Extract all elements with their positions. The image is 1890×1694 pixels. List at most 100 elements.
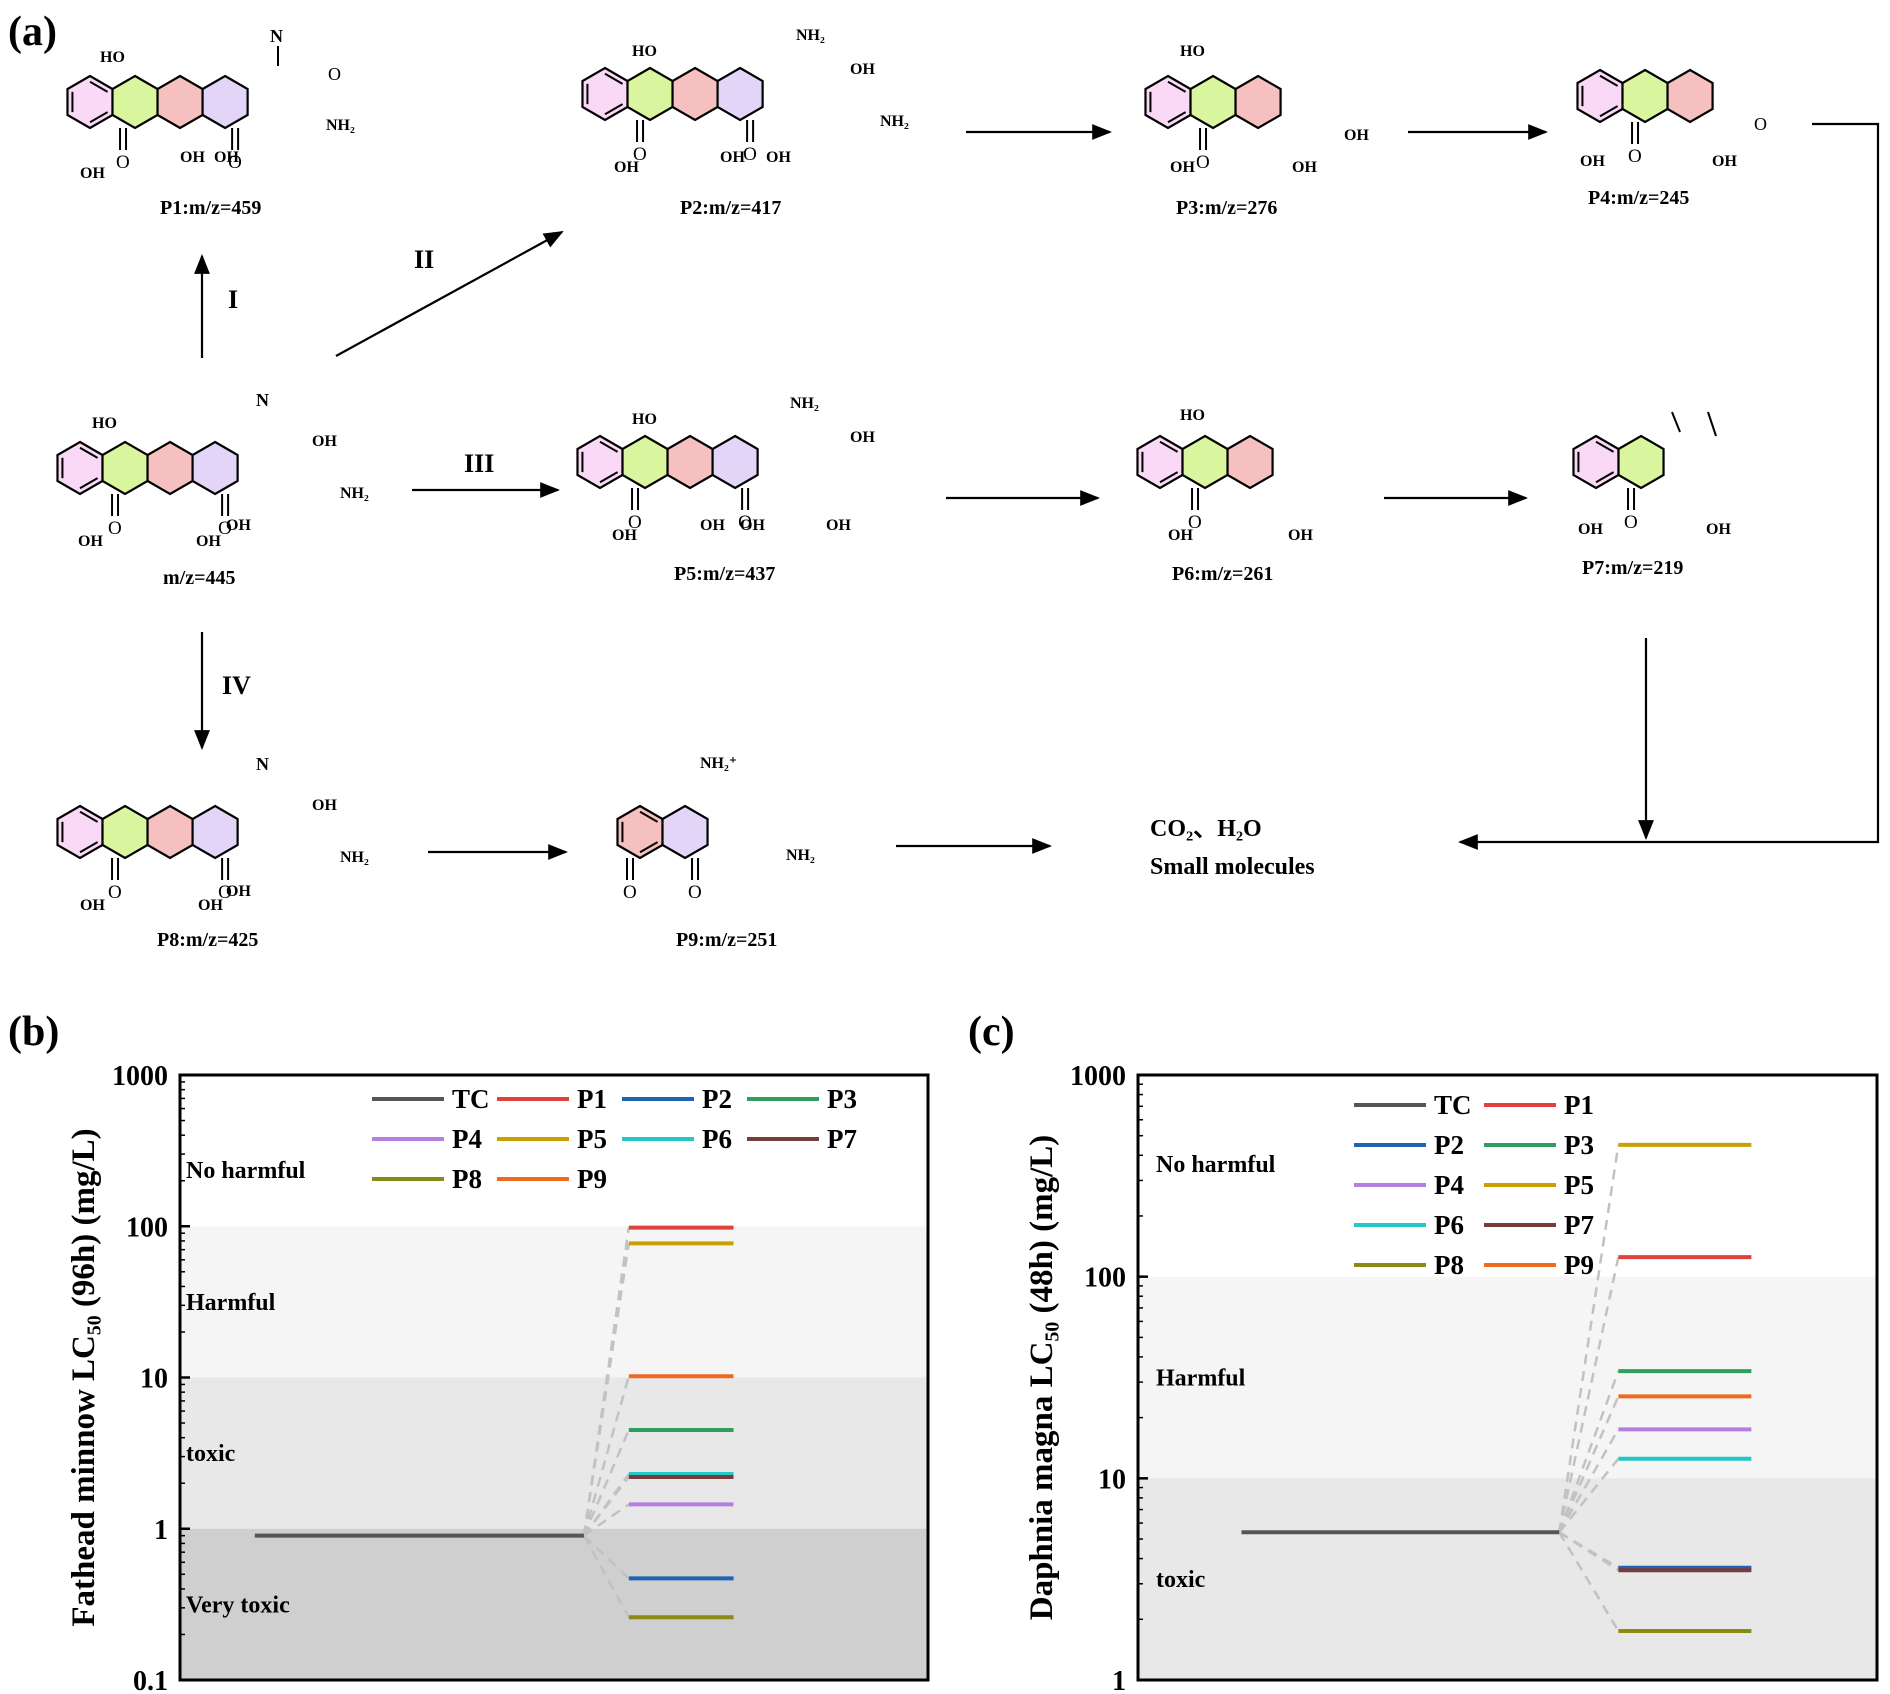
oh-label: OH <box>1168 527 1193 544</box>
ring <box>56 804 104 860</box>
oxygen-label: O <box>218 518 232 539</box>
ring <box>1234 74 1282 130</box>
legend-label-p2: P2 <box>702 1084 732 1114</box>
ring <box>191 804 239 860</box>
double-bond <box>604 72 624 85</box>
y-tick-label: 10 <box>1098 1464 1126 1495</box>
ring <box>156 74 204 130</box>
ho-label: HO <box>1180 407 1205 424</box>
connector-p7 <box>582 1476 630 1537</box>
legend-label-p5: P5 <box>1564 1170 1594 1200</box>
pathway-label-i: I <box>228 285 238 314</box>
ho-label: HO <box>632 411 657 428</box>
oxygen-label: O <box>628 512 642 533</box>
bond <box>1671 411 1681 433</box>
y-axis-label: Daphnia magna LC₅₀ (48h) (mg/L) <box>1024 1135 1060 1621</box>
double-bond <box>1599 105 1619 118</box>
double-bond <box>604 103 624 116</box>
ring <box>101 440 149 496</box>
ring <box>626 66 674 122</box>
connector-p5 <box>1557 1144 1620 1533</box>
parent-label: m/z=445 <box>163 567 236 589</box>
oh-label: OH <box>312 797 337 814</box>
ring <box>101 804 149 860</box>
oh-label: OH <box>1170 159 1195 176</box>
oh-label: OH <box>720 149 745 166</box>
zone-band <box>1138 1075 1877 1277</box>
connector-p1 <box>1558 1256 1620 1533</box>
ring <box>576 434 624 490</box>
zone-band <box>180 1226 928 1378</box>
ring <box>671 66 719 122</box>
ring <box>1189 74 1237 130</box>
oxygen-label: O <box>218 882 232 903</box>
final-products-line1: CO₂、H₂O <box>1150 816 1262 842</box>
legend-label-p7: P7 <box>1564 1210 1594 1240</box>
ring <box>146 440 194 496</box>
oxygen-label: O <box>633 144 647 165</box>
ho-label: HO <box>1180 43 1205 60</box>
double-bond <box>79 810 99 823</box>
nh2-label: NH₂ <box>790 395 819 412</box>
legend-label-p7: P7 <box>827 1124 857 1154</box>
connector-p4 <box>1558 1428 1620 1533</box>
connector-p8 <box>582 1535 630 1618</box>
pathway-label-iii: III <box>464 449 494 478</box>
zone-label: No harmful <box>186 1158 306 1184</box>
connector-p5 <box>582 1243 631 1536</box>
legend-label-p4: P4 <box>452 1124 482 1154</box>
ring <box>621 434 669 490</box>
y-tick-label: 1000 <box>112 1061 168 1092</box>
product-label-p3: P3:m/z=276 <box>1176 197 1277 219</box>
nh2plus-label: NH₂⁺ <box>700 755 737 772</box>
oh-label: OH <box>766 149 791 166</box>
oh-label: OH <box>1288 527 1313 544</box>
y-tick-label: 100 <box>126 1212 168 1243</box>
connector-p2 <box>583 1534 630 1580</box>
y-tick-label: 1 <box>154 1515 168 1546</box>
legend-label-p9: P9 <box>577 1164 607 1194</box>
legend-label-p8: P8 <box>1434 1250 1464 1280</box>
oh-label: OH <box>1578 521 1603 538</box>
connector-p9 <box>582 1375 631 1537</box>
pathway-label-iv: IV <box>222 671 251 700</box>
oxygen-label: O <box>1754 114 1767 134</box>
n-label: N <box>256 390 269 410</box>
oxygen-label: O <box>116 152 130 173</box>
ring <box>1572 434 1620 490</box>
oxygen-label: O <box>108 518 122 539</box>
product-label-p6: P6:m/z=261 <box>1172 563 1273 585</box>
chart-daphnia-magna: No harmfulHarmfultoxic1101001000Daphnia … <box>1024 1061 1879 1694</box>
ring <box>146 804 194 860</box>
oh-label: OH <box>198 897 223 914</box>
legend-label-p6: P6 <box>1434 1210 1464 1240</box>
product-label-p2: P2:m/z=417 <box>680 197 781 219</box>
ho-label: HO <box>100 49 125 66</box>
ring <box>1621 68 1669 124</box>
oxygen-label: O <box>1188 512 1202 533</box>
legend-label-p2: P2 <box>1434 1130 1464 1160</box>
double-bond <box>599 440 619 453</box>
ring <box>1181 434 1229 490</box>
ring <box>716 66 764 122</box>
ring <box>1226 434 1274 490</box>
zone-band <box>180 1528 928 1680</box>
double-bond <box>79 477 99 490</box>
nh2-label: NH₂ <box>880 113 909 130</box>
double-bond <box>1599 74 1619 87</box>
double-bond <box>639 841 659 854</box>
panel-a-label: (a) <box>8 9 57 55</box>
ring <box>111 74 159 130</box>
n-label: N <box>270 26 283 46</box>
legend-label-p9: P9 <box>1564 1250 1594 1280</box>
zone-band <box>1138 1276 1877 1479</box>
